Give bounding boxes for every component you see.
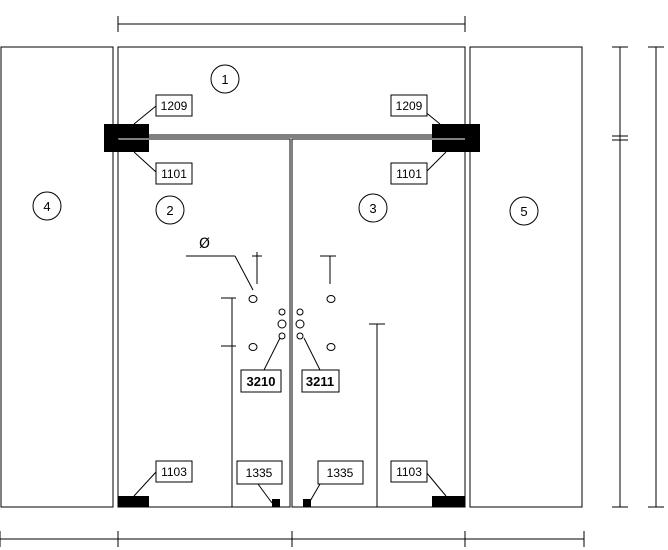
tag-left-handle: 3210 — [240, 369, 282, 393]
top-left-clamp — [104, 124, 149, 152]
bottom-left-lock — [272, 499, 280, 507]
tag-bottom-right-patch: 1103 — [390, 460, 428, 483]
panel-number-4: 4 — [32, 191, 62, 221]
door-leaf-right — [291, 138, 466, 508]
door-leaf-left — [117, 138, 291, 508]
tag-top-left-patch-label: 1101 — [161, 167, 187, 181]
handle-holes — [248, 295, 336, 351]
bottom-right-patch — [432, 496, 465, 507]
panel-number-4-label: 4 — [43, 199, 50, 214]
tag-top-right-clamp-label: 1209 — [396, 99, 423, 113]
tag-top-left-clamp: 1209 — [155, 94, 193, 117]
panel-number-3: 3 — [358, 193, 388, 223]
tag-left-handle-label: 3210 — [247, 374, 276, 389]
tag-right-handle-label: 3211 — [306, 374, 334, 389]
panel-number-2-label: 2 — [166, 203, 173, 218]
tag-bottom-right-lock-label: 1335 — [327, 466, 354, 480]
side-panel-left — [0, 46, 114, 508]
tag-bottom-left-lock-label: 1335 — [246, 466, 273, 480]
tag-top-right-clamp: 1209 — [390, 94, 428, 117]
tag-top-left-patch: 1101 — [155, 162, 193, 185]
tag-top-right-patch-label: 1101 — [396, 167, 422, 181]
side-panel-right — [469, 46, 583, 508]
panel-number-5-label: 5 — [520, 204, 527, 219]
panel-number-3-label: 3 — [369, 201, 376, 216]
tag-bottom-left-lock: 1335 — [236, 460, 283, 485]
panel-number-1: 1 — [210, 64, 240, 94]
transom-panel — [117, 46, 466, 136]
tag-top-right-patch: 1101 — [390, 162, 428, 185]
tag-top-left-clamp-label: 1209 — [161, 99, 188, 113]
panel-number-2: 2 — [155, 195, 185, 225]
handle-details — [186, 252, 385, 507]
tag-bottom-left-patch-label: 1103 — [161, 465, 187, 479]
dimension-lines — [0, 16, 664, 547]
top-right-clamp — [432, 124, 480, 152]
diameter-symbol: Ø — [199, 236, 210, 252]
bottom-right-lock — [303, 499, 311, 507]
tag-bottom-right-patch-label: 1103 — [396, 465, 422, 479]
tag-bottom-right-lock: 1335 — [317, 460, 364, 485]
panel-number-1-label: 1 — [221, 72, 228, 87]
leader-lines — [133, 105, 447, 504]
panel-number-5: 5 — [509, 196, 539, 226]
bottom-left-patch — [118, 496, 149, 507]
tag-bottom-left-patch: 1103 — [155, 460, 193, 483]
tag-right-handle: 3211 — [301, 369, 340, 393]
